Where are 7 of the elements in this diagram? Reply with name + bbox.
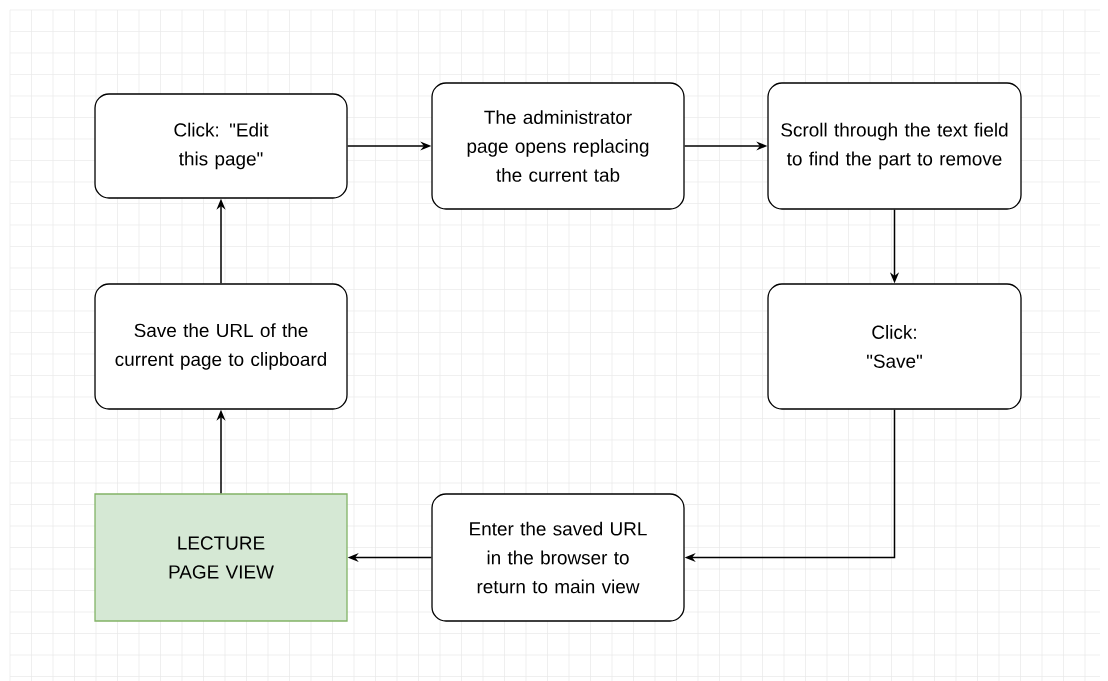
process-box: Scroll through the text field to find the part to remove <box>767 82 1022 210</box>
process-box: Click: "Edit this page" <box>94 93 348 199</box>
process-box: Save the URL of the current page to clipboard <box>94 283 348 410</box>
start-box: LECTURE PAGE VIEW <box>94 493 348 622</box>
process-box: The administrator page opens replacing the current tab <box>431 82 685 210</box>
process-box: Click: "Save" <box>767 283 1022 410</box>
process-box: Enter the saved URL in the browser to return to main view <box>431 493 685 622</box>
